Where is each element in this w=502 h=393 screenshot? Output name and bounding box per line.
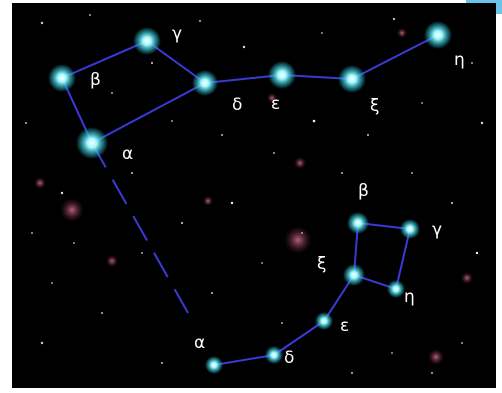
star-label: ξ	[370, 96, 379, 116]
star-chart: β γ δ ε ξ η α	[12, 3, 496, 388]
star-label: γ	[432, 220, 442, 240]
star-label: ξ	[317, 254, 326, 274]
star-label: η	[454, 50, 465, 70]
star-label: α	[194, 333, 205, 353]
star-label: ε	[340, 316, 349, 336]
star-label: β	[90, 70, 101, 90]
star-label: δ	[284, 348, 294, 368]
star-label: α	[122, 144, 133, 164]
star-label: η	[404, 287, 415, 307]
star-label: β	[358, 181, 369, 201]
star-label: δ	[232, 95, 242, 115]
star-label: γ	[172, 24, 182, 44]
night-sky-background	[12, 3, 496, 388]
star-label: ε	[271, 94, 280, 114]
